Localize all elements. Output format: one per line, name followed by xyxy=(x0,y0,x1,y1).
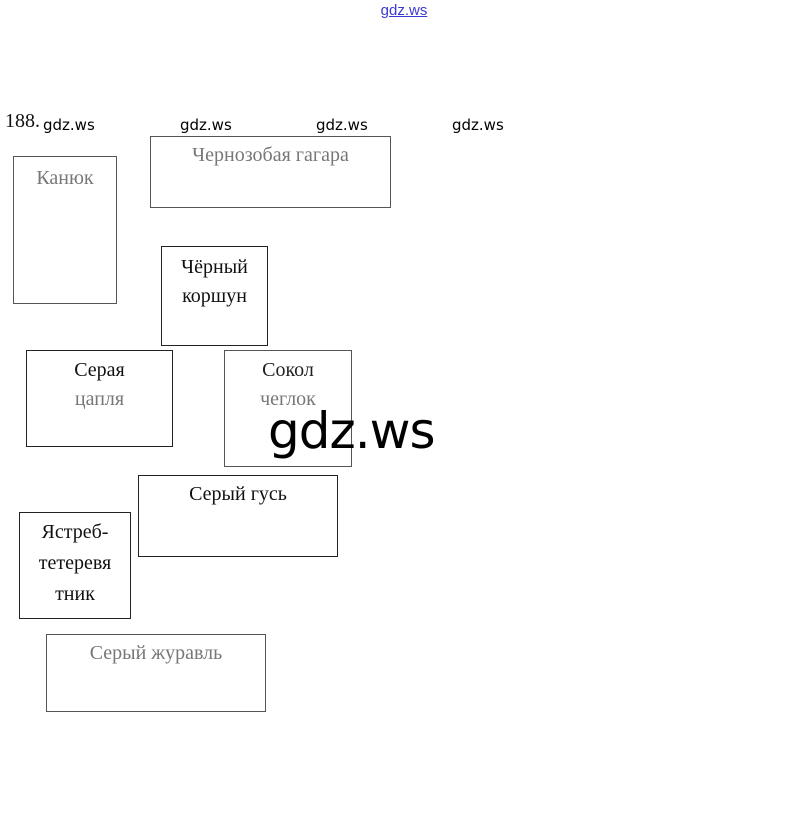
box-crane: Серый журавль xyxy=(46,634,266,712)
box-buzzard: Канюк xyxy=(13,156,117,304)
bird-label: Серый гусь xyxy=(189,483,287,505)
bird-label: Чернозобая гагара xyxy=(192,144,349,166)
bird-label: Серая xyxy=(74,359,125,381)
box-heron: Серая цапля xyxy=(26,350,173,447)
box-loon: Чернозобая гагара xyxy=(150,136,391,208)
bird-label: Серый журавль xyxy=(89,642,223,664)
box-goshawk: Ястреб-тетеревя тник xyxy=(19,512,131,619)
bird-label: Канюк xyxy=(36,167,94,189)
watermark-large: gdz.ws xyxy=(268,402,436,460)
watermark: gdz.ws xyxy=(43,116,95,134)
bird-label: коршун xyxy=(182,285,247,307)
bird-label: Чёрный xyxy=(181,256,248,278)
watermark: gdz.ws xyxy=(316,116,368,134)
bird-label: чеглок xyxy=(260,388,316,410)
bird-label: цапля xyxy=(74,388,125,410)
exercise-number: 188. xyxy=(5,110,40,132)
bird-label: Сокол xyxy=(262,359,314,381)
watermark: gdz.ws xyxy=(452,116,504,134)
box-kite: Чёрный коршун xyxy=(161,246,268,346)
gdz-link[interactable]: gdz.ws xyxy=(380,2,428,19)
box-goose: Серый гусь xyxy=(138,475,338,557)
bird-label: тетеревя xyxy=(38,552,112,574)
bird-label: Ястреб- xyxy=(41,521,109,543)
bird-label: тник xyxy=(55,583,95,605)
watermark: gdz.ws xyxy=(180,116,232,134)
box-hobby: Сокол чеглок xyxy=(224,350,352,467)
